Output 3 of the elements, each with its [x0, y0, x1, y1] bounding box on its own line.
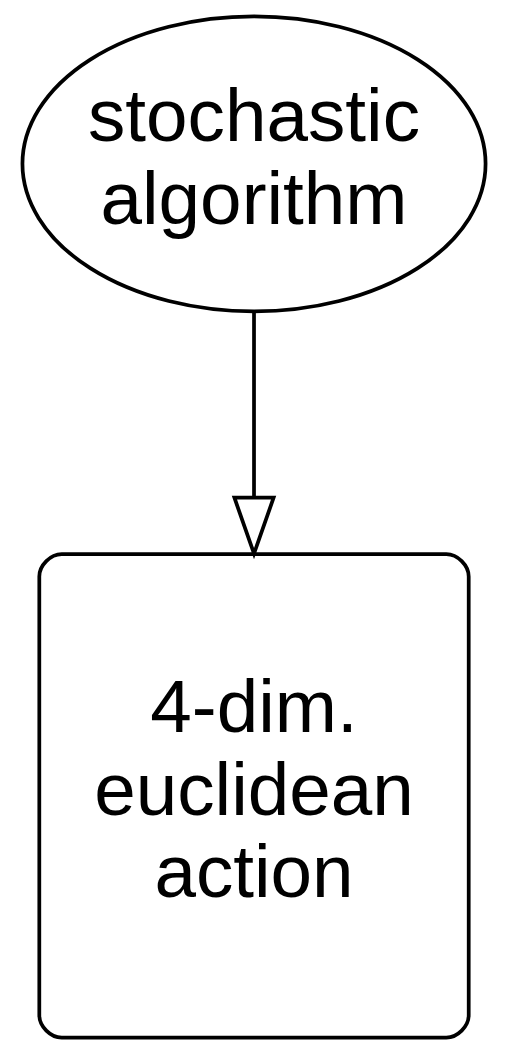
- node-box: 4-dim. euclidean action: [37, 552, 471, 1040]
- node-ellipse: stochastic algorithm: [20, 14, 488, 314]
- arrow: [231, 311, 277, 560]
